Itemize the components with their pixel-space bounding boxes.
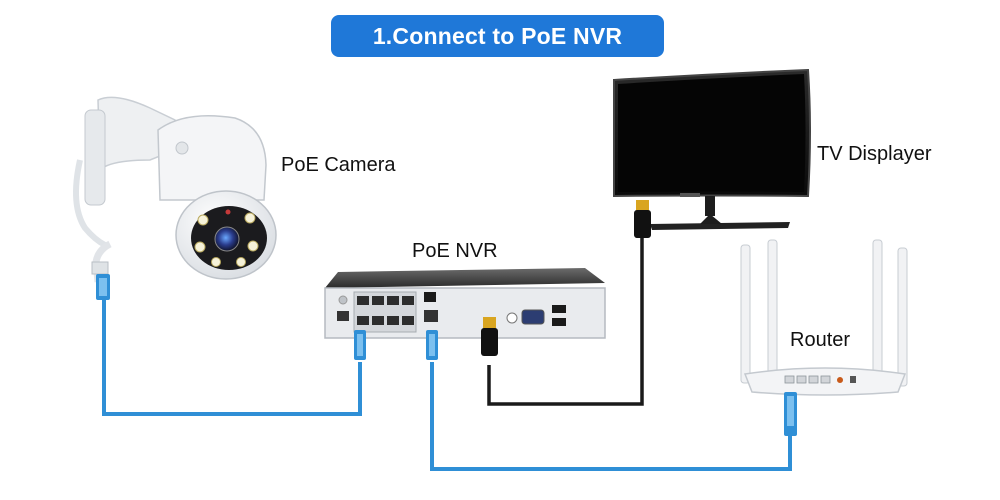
ptz-camera-icon [73,96,277,300]
camera-label: PoE Camera [281,154,396,176]
nvr-label: PoE NVR [412,240,498,262]
ethernet-plug-nvr-camera [354,330,366,360]
router-icon [740,239,908,436]
ethernet-cable-camera [102,300,362,416]
monitor-icon [613,68,811,238]
diagram-title: 1.Connect to PoE NVR [331,15,664,57]
ethernet-plug-nvr-router [426,330,438,360]
nvr-recorder-icon [324,268,606,356]
ethernet-cable-router [430,362,792,471]
poe-port-bank [353,291,417,333]
tv-label: TV Displayer [817,143,932,165]
hdmi-cable [487,236,644,406]
router-label: Router [790,329,851,351]
